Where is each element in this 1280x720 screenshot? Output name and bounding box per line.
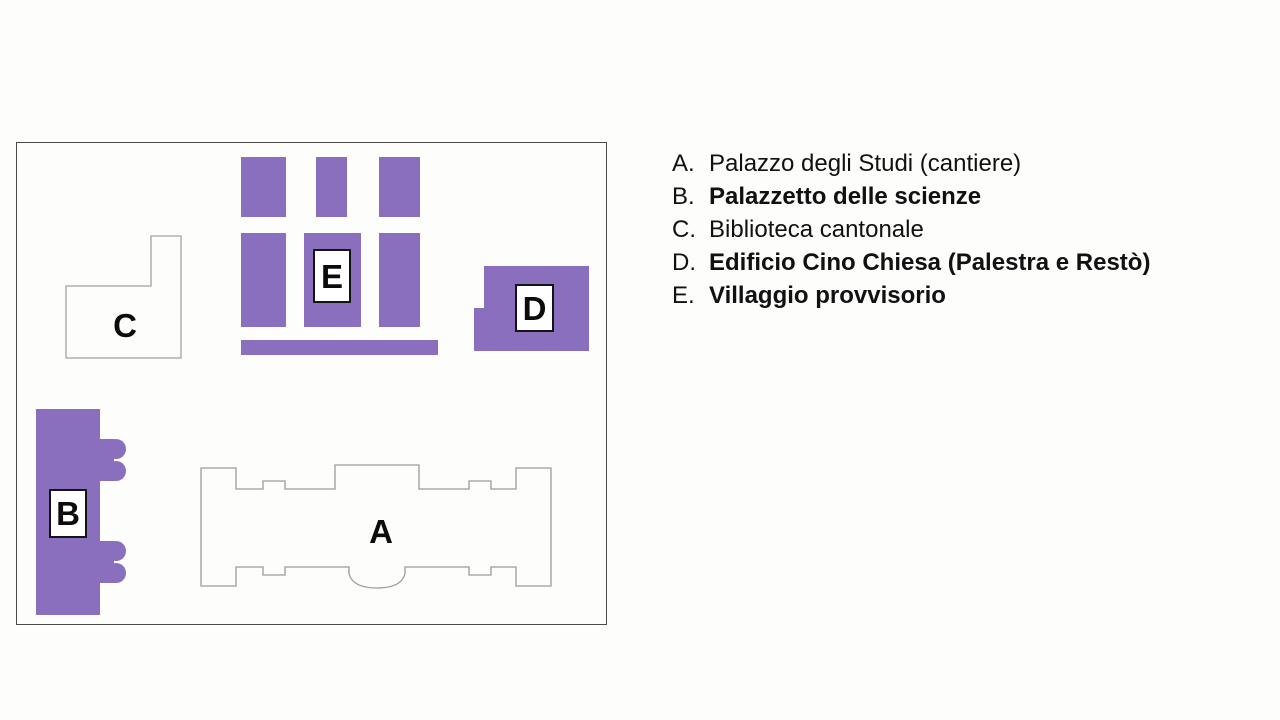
- map-label-a-text: A: [369, 512, 393, 550]
- legend-item-d: D. Edificio Cino Chiesa (Palestra e Rest…: [672, 249, 1150, 282]
- legend-letter: A.: [672, 150, 695, 177]
- e-block: [379, 157, 420, 217]
- legend-letter: B.: [672, 183, 695, 210]
- legend-item-c: C. Biblioteca cantonale: [672, 216, 1150, 249]
- legend-name: Palazzetto delle scienze: [709, 183, 982, 210]
- map-label-c-text: C: [113, 306, 137, 344]
- e-block: [241, 233, 286, 327]
- b-tab-end: [106, 563, 126, 583]
- site-map-panel: C E D B A: [16, 142, 607, 625]
- b-tab-end: [106, 461, 126, 481]
- map-label-d-text: D: [522, 289, 547, 327]
- legend-letter: E.: [672, 282, 695, 309]
- legend-item-b: B. Palazzetto delle scienze: [672, 183, 1150, 216]
- map-label-b: B: [49, 489, 87, 538]
- map-label-e-text: E: [320, 257, 343, 295]
- building-a-outline: [200, 464, 552, 589]
- legend-letter: C.: [672, 216, 696, 243]
- map-label-c: C: [103, 305, 147, 345]
- legend-name: Edificio Cino Chiesa (Palestra e Restò): [709, 249, 1151, 276]
- building-c-outline: [65, 235, 182, 359]
- map-label-b-text: B: [56, 495, 80, 532]
- e-block: [379, 233, 420, 327]
- legend-item-a: A. Palazzo degli Studi (cantiere): [672, 150, 1150, 183]
- map-label-d: D: [515, 284, 554, 332]
- site-map-drawing: [36, 157, 589, 615]
- legend-letter: D.: [672, 249, 696, 276]
- e-bar: [241, 340, 438, 355]
- b-tab-end: [106, 439, 126, 459]
- legend: A. Palazzo degli Studi (cantiere) B. Pal…: [672, 150, 1150, 315]
- e-block: [316, 157, 347, 217]
- map-label-a: A: [359, 509, 403, 553]
- e-block: [241, 157, 286, 217]
- b-tab-end: [106, 541, 126, 561]
- legend-name: Biblioteca cantonale: [709, 216, 924, 243]
- legend-item-e: E. Villaggio provvisorio: [672, 282, 1150, 315]
- legend-name: Palazzo degli Studi (cantiere): [709, 150, 1022, 177]
- map-label-e: E: [313, 249, 351, 303]
- legend-name: Villaggio provvisorio: [709, 282, 946, 309]
